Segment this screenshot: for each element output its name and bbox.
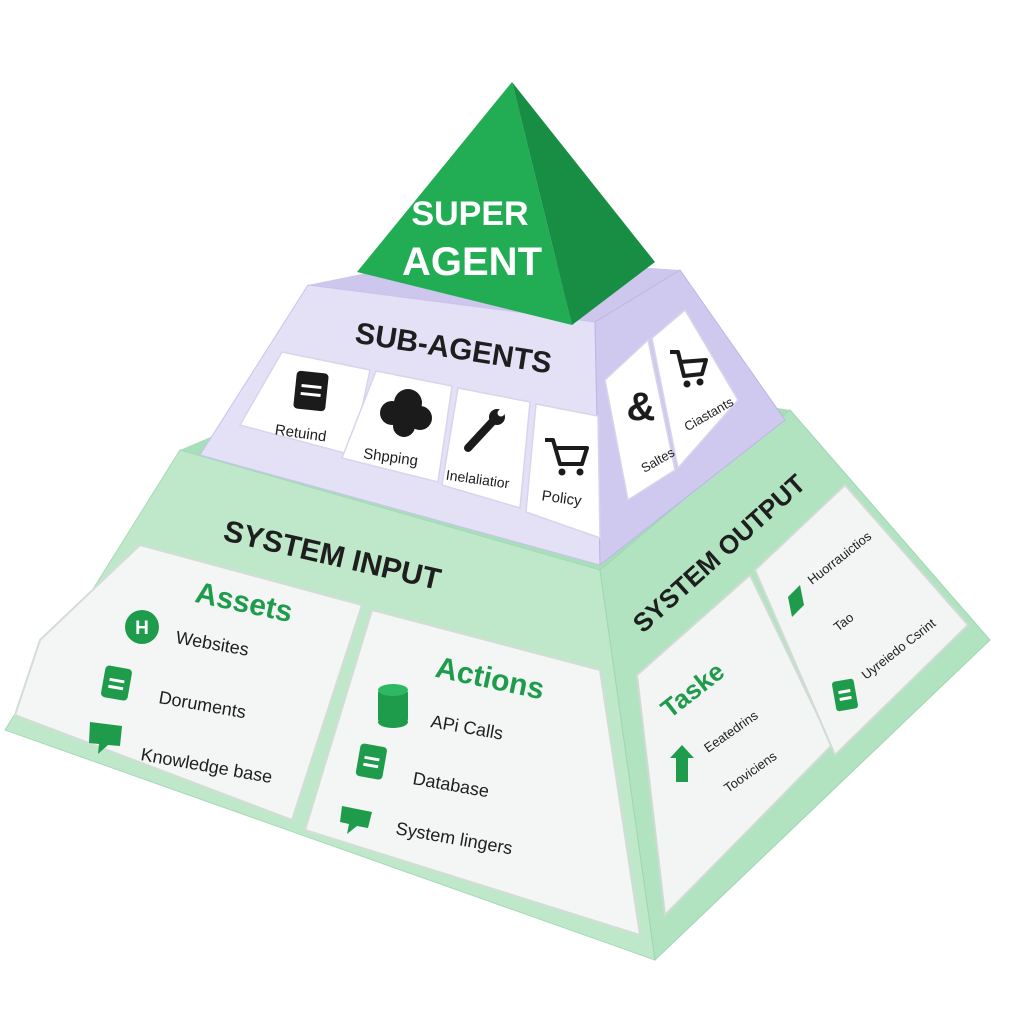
tasks-panel: Taske Eeatedrins Tooviciens — [635, 573, 834, 918]
document-icon — [101, 665, 132, 701]
super-agent-title-line2: AGENT — [402, 240, 542, 284]
cart-icon — [670, 350, 708, 388]
cylinder-icon — [378, 684, 408, 728]
arrow-up-icon — [670, 745, 694, 782]
cloud-icon — [380, 389, 432, 437]
base-tier: SYSTEM INPUT SYSTEM OUTPUT Assets H Webs… — [4, 350, 991, 962]
h-circle-icon: H — [125, 610, 159, 644]
middle-tier: SUB-AGENTS Retuind Shpping — [199, 255, 786, 567]
sub-agent-tile: Policy — [525, 403, 601, 540]
apex-front-face — [357, 82, 572, 325]
cart-icon — [545, 438, 589, 476]
apex-tier: SUPER AGENT — [357, 82, 655, 325]
sub-agent-label: Policy — [541, 487, 583, 509]
tag-icon — [788, 585, 804, 617]
assets-panel: Assets H Websites Doruments Knowledge ba… — [13, 543, 364, 822]
svg-text:H: H — [135, 618, 149, 639]
document-icon — [293, 370, 329, 412]
wrench-icon — [464, 409, 505, 452]
sub-agent-tile: Shpping — [340, 370, 453, 483]
chat-icon — [340, 806, 372, 834]
sub-agent-tile: Inelaliatior — [441, 387, 531, 509]
sub-agent-tile: Retuind — [238, 351, 371, 456]
document-icon — [355, 743, 387, 780]
sub-agent-side-tile: & Saltes — [604, 338, 678, 502]
document-icon — [832, 678, 858, 712]
super-agent-title-line1: SUPER — [411, 195, 528, 233]
ampersand-icon: & — [627, 385, 656, 429]
actions-panel: Actions APi Calls Database System linger… — [303, 608, 642, 937]
apex-side-face — [512, 82, 655, 325]
chat-icon — [89, 722, 122, 754]
